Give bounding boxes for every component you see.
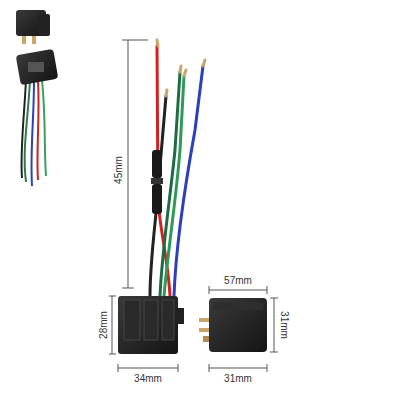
relay-dimensions: [209, 286, 278, 372]
relay-socket: [118, 296, 184, 354]
dimension-label: 28mm: [99, 310, 109, 340]
inset-photos: [16, 10, 59, 186]
fuse-holder: [151, 150, 163, 214]
relay-body: [199, 298, 267, 352]
dimension-label: 45mm: [114, 155, 124, 185]
dimension-label: 31mm: [223, 374, 253, 384]
dimension-label: 34mm: [133, 374, 163, 384]
harness-wires: [150, 40, 205, 296]
dimension-label: 31mm: [279, 310, 289, 340]
height-dimension: [122, 40, 148, 288]
dimension-label: 57mm: [223, 276, 253, 286]
socket-dimensions: [109, 296, 178, 372]
